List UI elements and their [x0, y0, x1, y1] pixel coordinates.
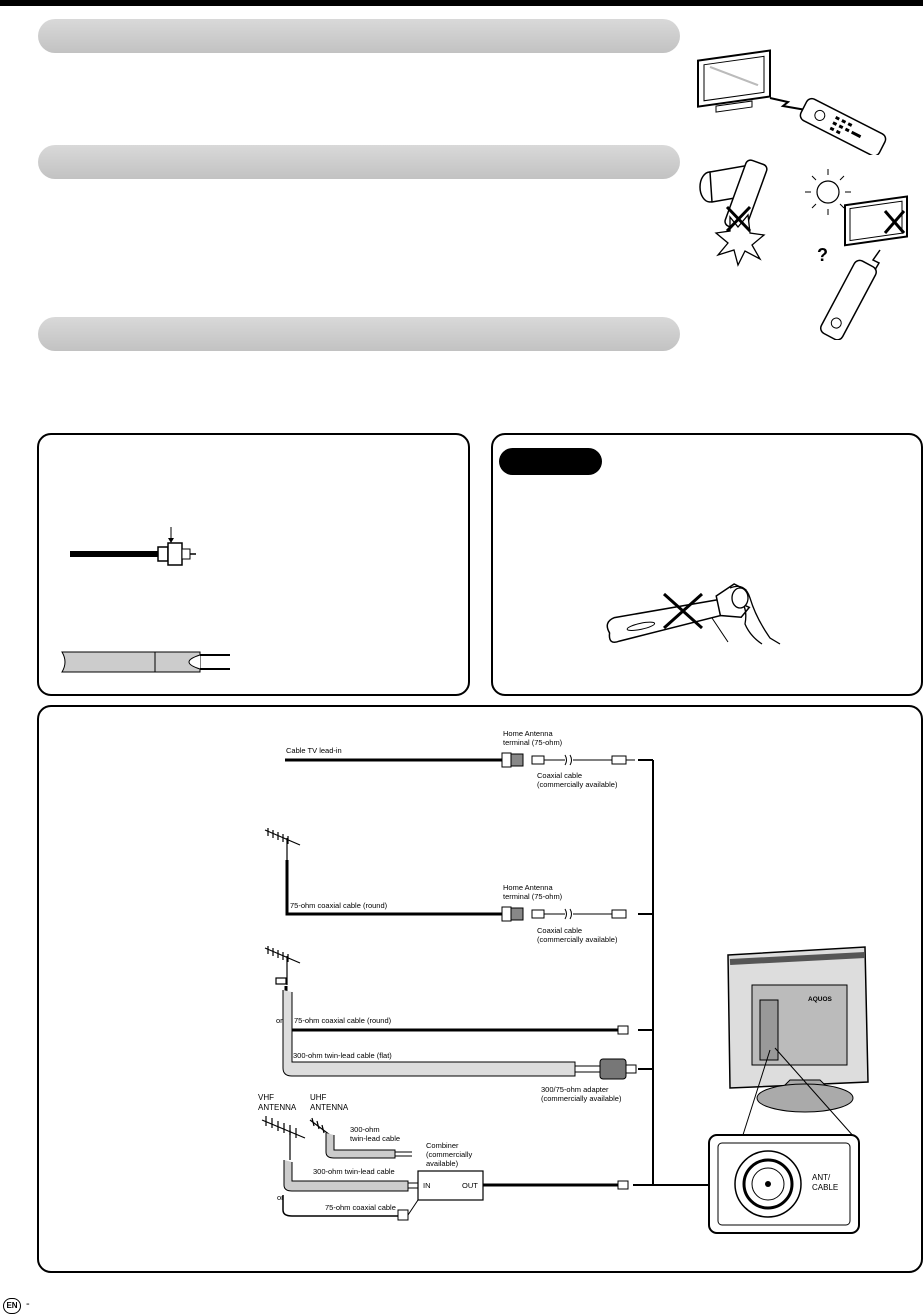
cable-tv-lead-in-label: Cable TV lead-in — [286, 746, 342, 755]
wrench-caution-illustration — [606, 583, 781, 645]
top-rule — [0, 0, 923, 6]
coaxial-cable-label-2: Coaxial cable (commercially available) — [537, 926, 618, 944]
language-badge: EN — [3, 1298, 21, 1314]
twin-lead-flat-label: 300-ohm twin-lead cable (flat) — [293, 1051, 392, 1060]
twin-lead-300-label-b: 300-ohm twin-lead cable — [313, 1167, 395, 1176]
note-panel — [491, 433, 923, 696]
coaxial-cable-label-1: Coaxial cable (commercially available) — [537, 771, 618, 789]
page-number-dash: - — [26, 1298, 30, 1310]
coaxial-cable-connector-illustration — [70, 527, 196, 566]
ant-cable-jack-label: ANT/ CABLE — [812, 1173, 839, 1192]
combiner-label: Combiner (commercially available) — [426, 1141, 473, 1168]
or-label-2: or — [277, 1193, 284, 1202]
coax-round-label-2: 75-ohm coaxial cable (round) — [294, 1016, 392, 1025]
home-antenna-terminal-label-1: Home Antenna terminal (75-ohm) — [503, 729, 563, 747]
coax-round-label-1: 75-ohm coaxial cable (round) — [290, 901, 388, 910]
twin-lead-cable-illustration — [61, 651, 230, 673]
note-badge — [499, 448, 602, 475]
home-antenna-terminal-label-2: Home Antenna terminal (75-ohm) — [503, 883, 563, 901]
or-label-1: or — [276, 1016, 283, 1025]
aquos-logo: AQUOS — [808, 996, 832, 1003]
uhf-antenna-label: UHF ANTENNA — [310, 1093, 349, 1112]
tv-and-remote-illustration — [697, 49, 887, 155]
section-header-bar-1 — [38, 19, 680, 53]
combiner-in-label: IN — [423, 1181, 431, 1190]
coax-75-label: 75-ohm coaxial cable — [325, 1203, 396, 1212]
section-header-bar-3 — [38, 317, 680, 351]
remote-caution-illustration: ? — [699, 159, 908, 340]
vhf-antenna-label: VHF ANTENNA — [258, 1093, 297, 1112]
twin-lead-300-label: 300-ohm twin-lead cable — [350, 1125, 401, 1143]
section-header-bar-2 — [38, 145, 680, 179]
svg-text:?: ? — [817, 245, 828, 265]
combiner-out-label: OUT — [462, 1181, 478, 1190]
adapter-label: 300/75-ohm adapter (commercially availab… — [541, 1085, 622, 1103]
